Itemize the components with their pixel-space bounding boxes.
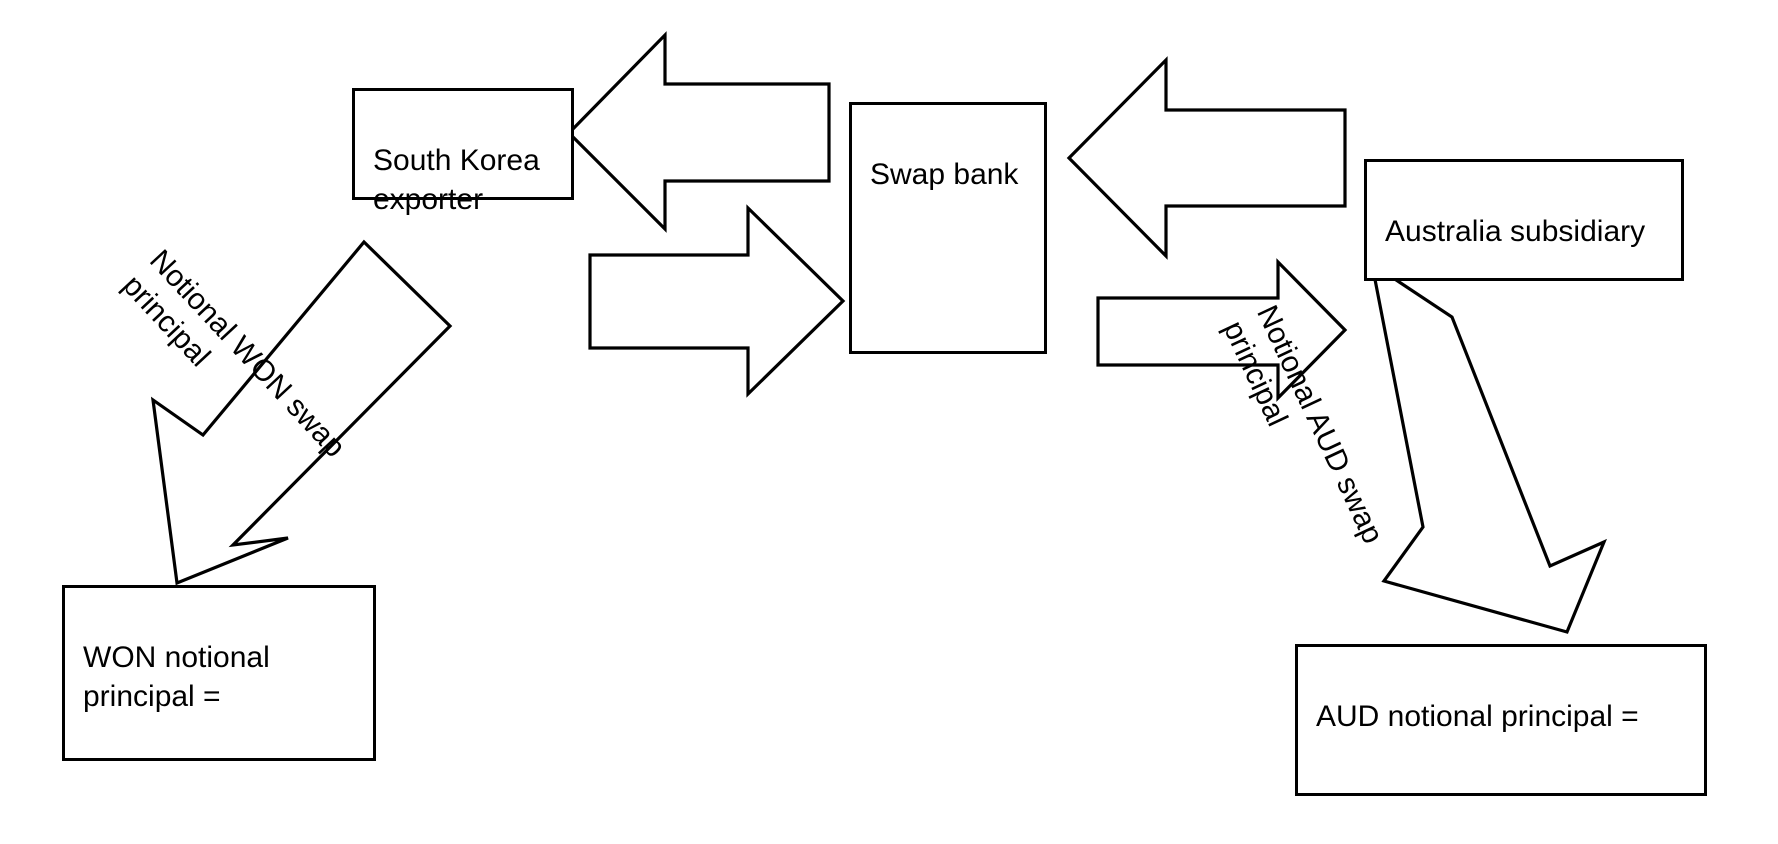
arrow-swap-bank-to-subsidiary [1096, 258, 1348, 402]
arrow-subsidiary-to-aud-principal [1369, 260, 1607, 634]
arrow-exporter-to-won-principal [150, 239, 453, 586]
node-label-swap-bank: Swap bank [870, 157, 1019, 191]
node-won-notional-principal: WON notional principal = [62, 585, 376, 761]
node-swap-bank: Swap bank [849, 102, 1047, 354]
node-south-korea-exporter: South Korea exporter [352, 88, 574, 216]
node-label-australia-subsidiary: Australia subsidiary [1385, 214, 1646, 248]
node-aud-notional-principal: AUD notional principal = [1295, 644, 1707, 796]
node-label-won-notional-principal: WON notional principal = [83, 640, 270, 714]
node-label-south-korea-exporter: South Korea exporter [373, 143, 540, 217]
node-label-aud-notional-principal: AUD notional principal = [1316, 699, 1639, 733]
arrow-exporter-to-swap-bank [588, 204, 846, 398]
arrow-swap-bank-to-exporter [566, 31, 831, 233]
node-australia-subsidiary: Australia subsidiary [1364, 159, 1684, 281]
arrow-subsidiary-to-swap-bank [1066, 56, 1347, 260]
